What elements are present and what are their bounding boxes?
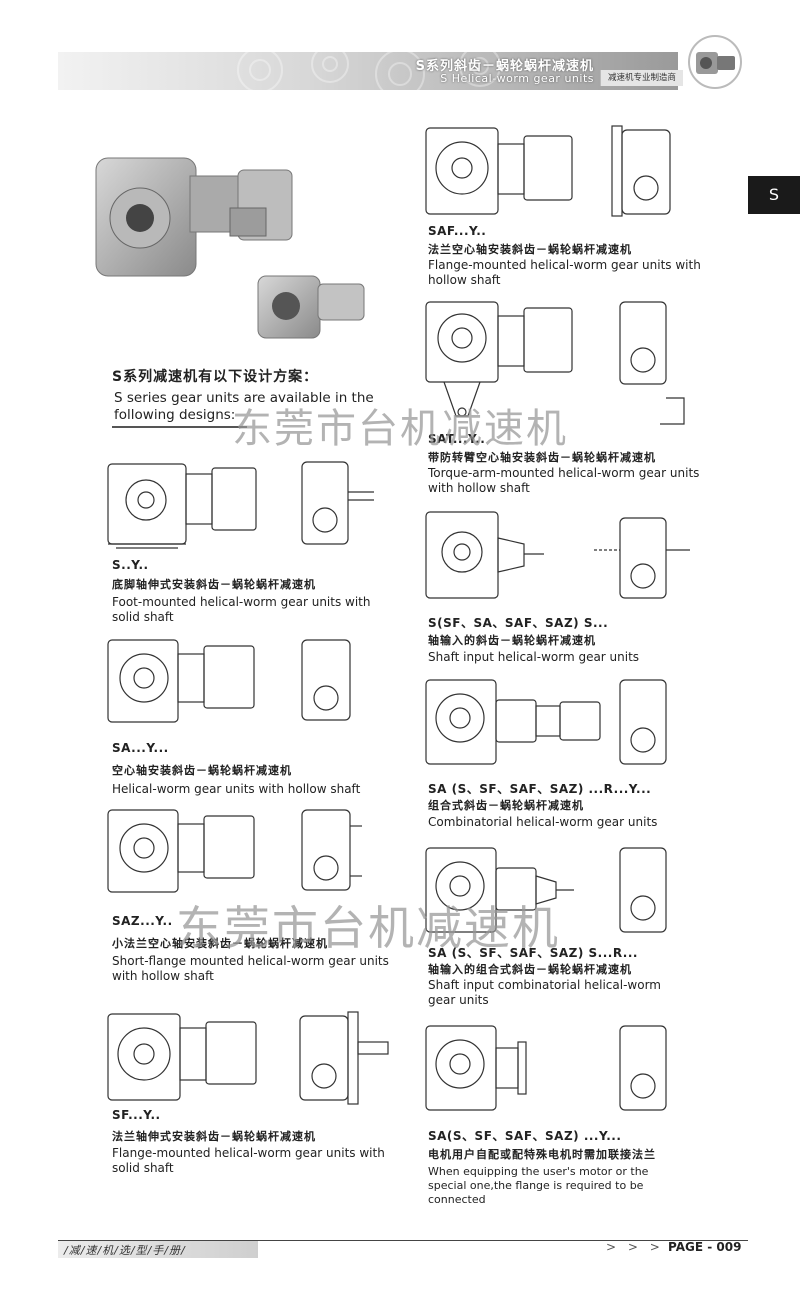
page-number: PAGE - 009 xyxy=(668,1240,742,1254)
variant-en: Shaft input combinatorial helical-worm g… xyxy=(428,978,661,1007)
gear-unit-logo-icon xyxy=(688,35,742,89)
variant-code: SA(S、SF、SAF、SAZ) ...Y... xyxy=(428,1129,622,1143)
variant-cn: 法兰轴伸式安装斜齿－蜗轮蜗杆减速机 xyxy=(112,1130,316,1143)
variant-en: Combinatorial helical-worm gear units xyxy=(428,815,658,829)
variant-cn: 底脚轴伸式安装斜齿－蜗轮蜗杆减速机 xyxy=(112,578,316,591)
variant-en: Flange-mounted helical-worm gear units w… xyxy=(428,258,701,287)
variant-cn: 电机用户自配或配特殊电机时需加联接法兰 xyxy=(428,1148,656,1161)
variant-en: Shaft input helical-worm gear units xyxy=(428,650,640,664)
variant-en: When equipping the user's motor or the s… xyxy=(428,1165,649,1206)
variant-code: SA...Y... xyxy=(112,741,169,755)
variant-code: SF...Y.. xyxy=(112,1108,161,1122)
section-tab-s[interactable]: S xyxy=(748,176,800,214)
variant-cn: 轴输入的斜齿－蜗轮蜗杆减速机 xyxy=(428,634,596,647)
footer-divider xyxy=(58,1240,748,1241)
drawing-s-y xyxy=(106,460,376,550)
drawing-combinatorial xyxy=(424,676,694,776)
drawing-saf-y xyxy=(424,122,694,222)
drawing-sat-y xyxy=(424,298,694,428)
intro-text: S series gear units are available in the… xyxy=(114,390,374,423)
footer-band xyxy=(58,1240,258,1258)
variant-cn: 小法兰空心轴安装斜齿－蜗轮蜗杆减速机 xyxy=(112,937,328,950)
variant-code: SAF...Y.. xyxy=(428,224,487,238)
header-title-cn: S系列斜齿－蜗轮蜗杆减速机 xyxy=(415,59,594,74)
variant-cn: 法兰空心轴安装斜齿－蜗轮蜗杆减速机 xyxy=(428,243,632,256)
variant-code: SA (S、SF、SAF、SAZ) ...R...Y... xyxy=(428,782,652,796)
intro-divider xyxy=(112,426,247,428)
variant-code: SAZ...Y.. xyxy=(112,914,173,928)
intro-title: S系列减速机有以下设计方案： xyxy=(112,369,319,385)
variant-code: SAT...Y.. xyxy=(428,432,486,446)
variant-code: S..Y.. xyxy=(112,558,149,572)
drawing-sa-y xyxy=(106,636,376,726)
maker-label: 减速机专业制造商 xyxy=(600,70,683,86)
header-title-en: S Helical-worm gear units xyxy=(440,72,594,85)
variant-en: Foot-mounted helical-worm gear units wit… xyxy=(112,595,371,624)
manual-label: /减/速/机/选/型/手/册/ xyxy=(64,1244,186,1257)
product-photo xyxy=(95,157,365,339)
watermark: 东莞市台机减速机 xyxy=(176,901,560,955)
header-banner xyxy=(58,52,678,90)
drawing-saz-y xyxy=(106,806,376,896)
page-arrows: > > > xyxy=(606,1240,664,1254)
variant-cn: 组合式斜齿－蜗轮蜗杆减速机 xyxy=(428,799,584,812)
drawing-user-motor-flange xyxy=(424,1022,694,1122)
variant-cn: 轴输入的组合式斜齿－蜗轮蜗杆减速机 xyxy=(428,963,632,976)
drawing-sf-y xyxy=(106,1010,396,1110)
drawing-shaft-input xyxy=(424,508,694,608)
variant-code: SA (S、SF、SAF、SAZ) S...R... xyxy=(428,946,638,960)
variant-cn: 空心轴安装斜齿－蜗轮蜗杆减速机 xyxy=(112,764,292,777)
variant-code: S(SF、SA、SAF、SAZ) S... xyxy=(428,616,609,630)
drawing-shaft-input-combinatorial xyxy=(424,844,694,944)
gear-pattern-icon xyxy=(237,45,501,99)
variant-en: Torque-arm-mounted helical-worm gear uni… xyxy=(428,466,700,495)
variant-cn: 带防转臂空心轴安装斜齿－蜗轮蜗杆减速机 xyxy=(428,451,656,464)
variant-en: Helical-worm gear units with hollow shaf… xyxy=(112,782,361,796)
watermark: 东莞市台机减速机 xyxy=(232,406,568,452)
variant-en: Flange-mounted helical-worm gear units w… xyxy=(112,1146,385,1175)
variant-en: Short-flange mounted helical-worm gear u… xyxy=(112,954,389,983)
